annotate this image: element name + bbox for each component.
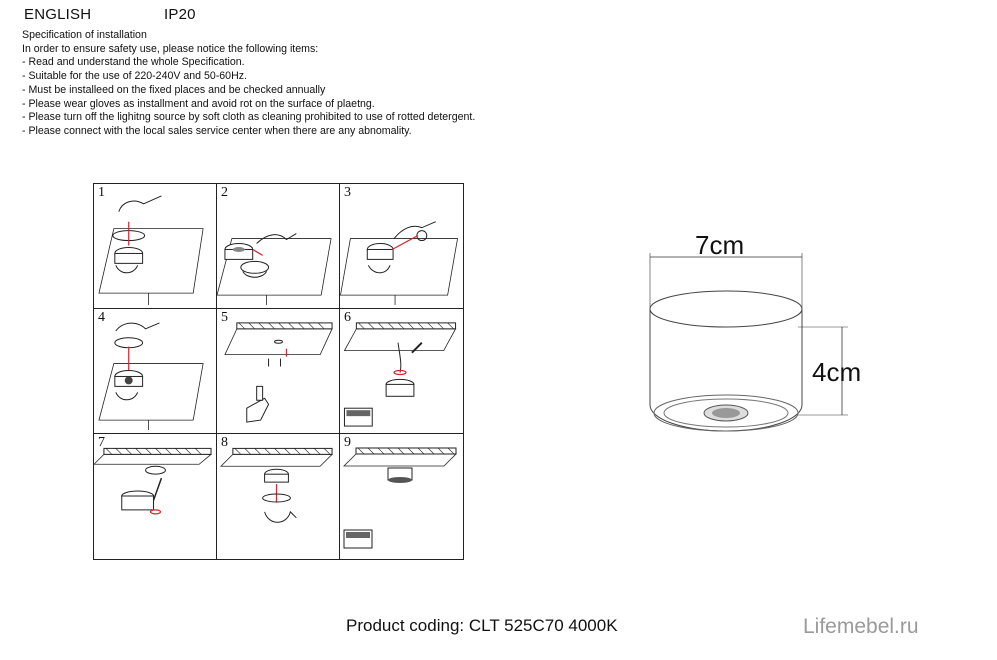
spec-line: - Must be installeed on the fixed places… (22, 83, 326, 96)
step-number: 7 (98, 435, 105, 450)
step-8-illustration (220, 447, 334, 523)
step-6-illustration (343, 322, 457, 427)
step-8-panel: 8 (217, 434, 340, 559)
step-1-illustration (98, 195, 204, 306)
specification-list: Specification of installation In order t… (22, 29, 475, 139)
spec-line: - Please turn off the lighitng source by… (22, 111, 476, 124)
ip-rating: IP20 (164, 6, 196, 23)
step-4-panel: 4 (94, 309, 217, 434)
step-9-illustration (343, 447, 457, 549)
spec-title: Specification of installation (22, 29, 147, 41)
step-number: 9 (344, 435, 351, 450)
step-number: 3 (344, 185, 351, 200)
product-coding: Product coding: CLT 525C70 4000K (346, 616, 618, 635)
step-number: 5 (221, 310, 228, 325)
step-3-illustration (340, 221, 459, 306)
installation-steps-grid: 1 2 3 (93, 183, 464, 560)
spec-line: - Please wear gloves as installment and … (22, 97, 375, 110)
width-label: 7cm (695, 230, 745, 260)
dimension-drawing (649, 253, 848, 432)
step-2-illustration (217, 233, 332, 306)
step-number: 8 (221, 435, 228, 450)
step-5-panel: 5 (217, 309, 340, 434)
step-7-panel: 7 (94, 434, 217, 559)
language-label: ENGLISH (24, 6, 92, 23)
step-number: 6 (344, 310, 351, 325)
spec-line: In order to ensure safety use, please no… (22, 42, 319, 55)
step-6-panel: 6 (340, 309, 463, 434)
step-4-illustration (98, 322, 204, 431)
spec-line: - Suitable for the use of 220-240V and 5… (22, 70, 247, 83)
step-number: 4 (98, 310, 105, 325)
watermark: Lifemebel.ru (803, 615, 919, 638)
step-number: 1 (98, 185, 105, 200)
step-1-panel: 1 (94, 184, 217, 309)
step-3-panel: 3 (340, 184, 463, 309)
step-2-panel: 2 (217, 184, 340, 309)
step-5-illustration (224, 322, 333, 423)
step-7-illustration (94, 447, 213, 515)
spec-line: - Please connect with the local sales se… (22, 124, 412, 137)
step-number: 2 (221, 185, 228, 200)
spec-line: - Read and understand the whole Specific… (22, 56, 245, 69)
step-9-panel: 9 (340, 434, 463, 559)
height-label: 4cm (812, 357, 862, 387)
